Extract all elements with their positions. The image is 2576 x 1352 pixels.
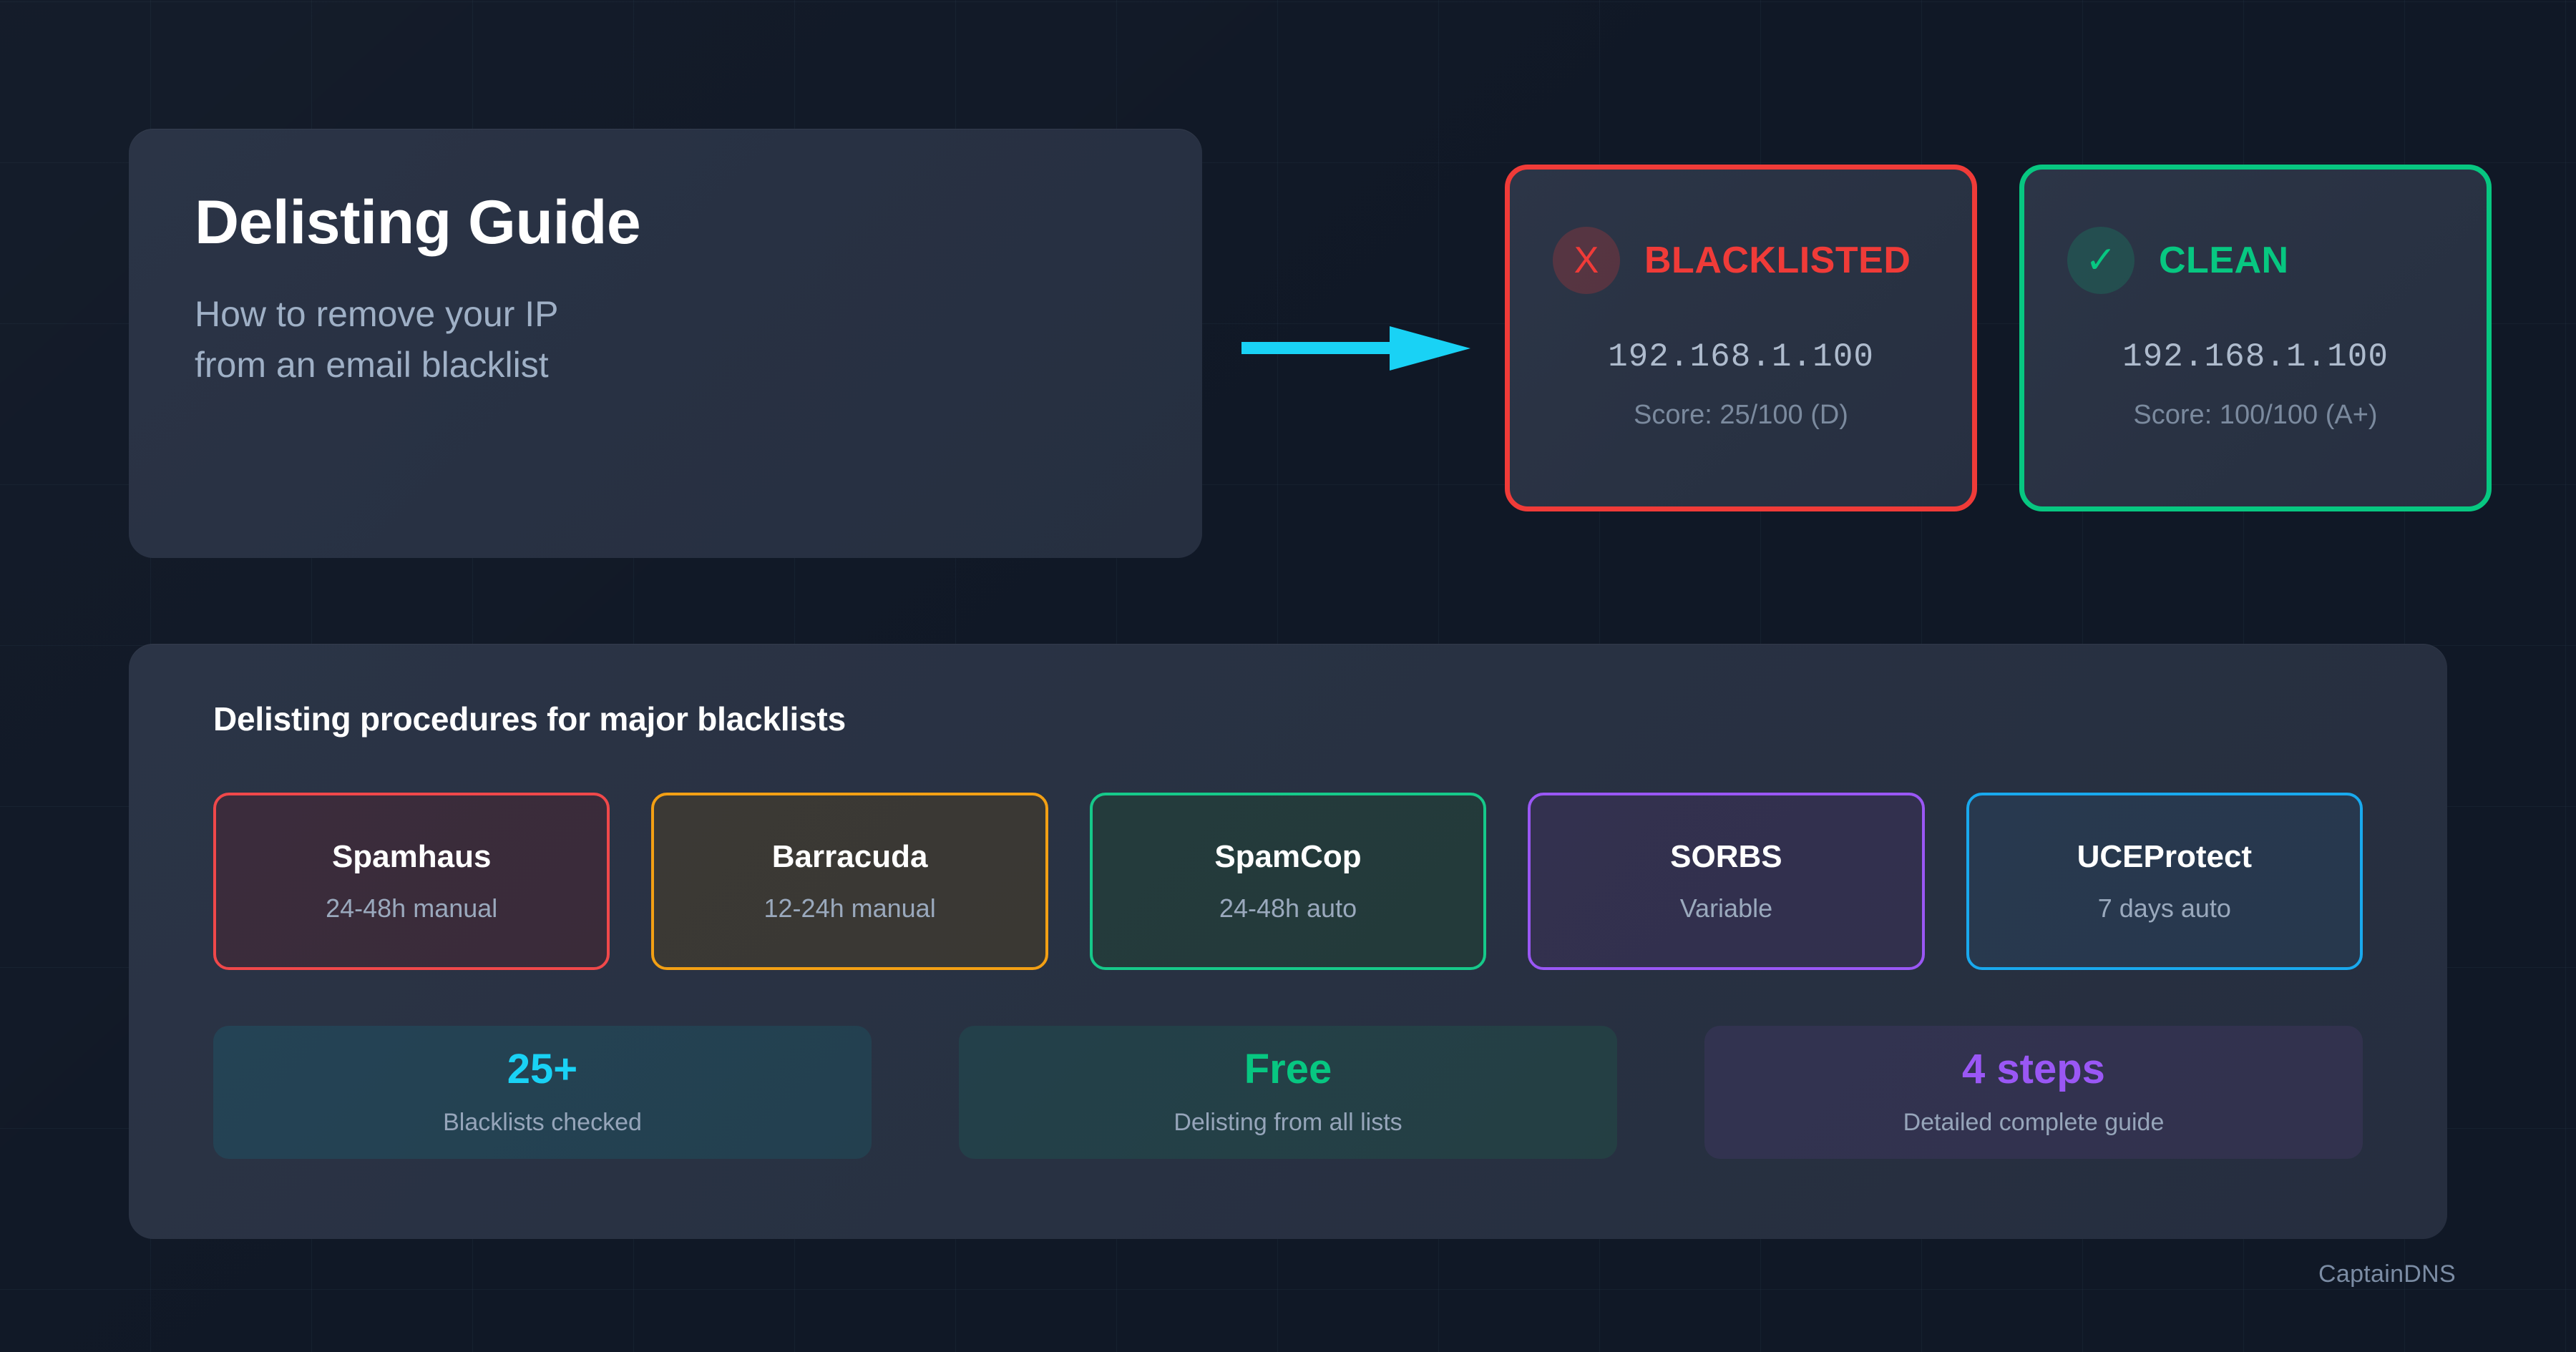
hero-subtitle: How to remove your IP from an email blac…	[195, 289, 1136, 391]
provider-name: Barracuda	[771, 839, 928, 874]
stat-card-blacklists-checked: 25+ Blacklists checked	[213, 1026, 872, 1159]
provider-card-list: Spamhaus 24-48h manual Barracuda 12-24h …	[213, 793, 2363, 970]
stat-label: Detailed complete guide	[1903, 1108, 2165, 1136]
provider-name: SpamCop	[1214, 839, 1362, 874]
page-title: Delisting Guide	[195, 188, 641, 257]
hero-card: Delisting Guide How to remove your IP fr…	[129, 129, 1202, 558]
x-mark-icon: X	[1553, 227, 1620, 294]
hero-subtitle-line-2: from an email blacklist	[195, 345, 549, 386]
hero-subtitle-line-1: How to remove your IP	[195, 294, 559, 335]
stat-label: Blacklists checked	[443, 1108, 642, 1136]
provider-name: Spamhaus	[331, 839, 492, 874]
score-value: Score: 25/100 (D)	[1634, 400, 1848, 430]
provider-sla: 24-48h auto	[1219, 893, 1357, 923]
section-heading: Delisting procedures for major blacklist…	[213, 700, 846, 738]
status-header: ✓ CLEAN	[2067, 227, 2444, 294]
arrow-right-icon	[1241, 315, 1470, 383]
provider-card-uceprotect[interactable]: UCEProtect 7 days auto	[1966, 793, 2363, 970]
status-header: X BLACKLISTED	[1553, 227, 1929, 294]
provider-sla: 12-24h manual	[763, 893, 936, 923]
provider-card-spamhaus[interactable]: Spamhaus 24-48h manual	[213, 793, 610, 970]
status-badge: CLEAN	[2159, 240, 2289, 281]
stat-card-steps: 4 steps Detailed complete guide	[1704, 1026, 2363, 1159]
ip-address-value: 192.168.1.100	[1608, 338, 1874, 376]
stat-card-list: 25+ Blacklists checked Free Delisting fr…	[213, 1026, 2363, 1159]
status-badge: BLACKLISTED	[1644, 240, 1911, 281]
procedures-panel: Delisting procedures for major blacklist…	[129, 644, 2447, 1239]
stat-label: Delisting from all lists	[1174, 1108, 1402, 1136]
ip-address-value: 192.168.1.100	[2122, 338, 2389, 376]
stat-value: 25+	[507, 1045, 578, 1092]
stat-value: 4 steps	[1962, 1045, 2105, 1092]
status-card-clean: ✓ CLEAN 192.168.1.100 Score: 100/100 (A+…	[2019, 165, 2492, 511]
status-card-blacklisted: X BLACKLISTED 192.168.1.100 Score: 25/10…	[1505, 165, 1977, 511]
provider-name: UCEProtect	[2077, 839, 2253, 874]
provider-sla: Variable	[1679, 893, 1773, 923]
brand-watermark: CaptainDNS	[2318, 1260, 2456, 1288]
score-value: Score: 100/100 (A+)	[2133, 400, 2378, 430]
provider-card-barracuda[interactable]: Barracuda 12-24h manual	[651, 793, 1048, 970]
stat-value: Free	[1244, 1045, 1332, 1092]
provider-sla: 24-48h manual	[326, 893, 498, 923]
stat-card-free-delisting: Free Delisting from all lists	[959, 1026, 1617, 1159]
check-mark-icon: ✓	[2067, 227, 2135, 294]
provider-card-spamcop[interactable]: SpamCop 24-48h auto	[1089, 793, 1487, 970]
provider-name: SORBS	[1670, 839, 1782, 874]
provider-card-sorbs[interactable]: SORBS Variable	[1528, 793, 1925, 970]
provider-sla: 7 days auto	[2097, 893, 2231, 923]
